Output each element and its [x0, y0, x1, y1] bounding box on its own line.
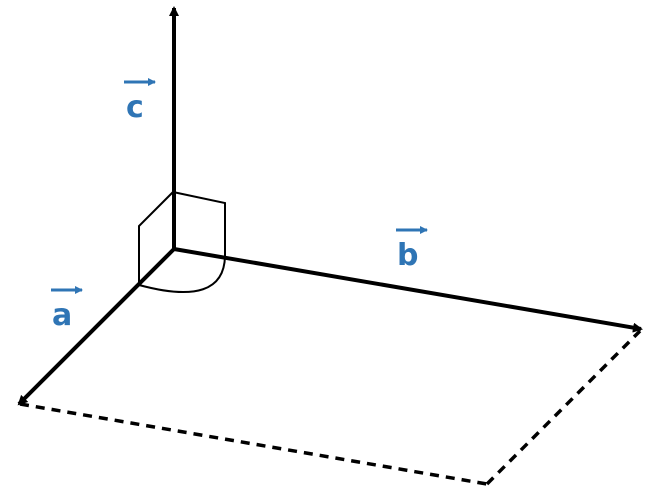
dashed-edge-front [19, 402, 488, 486]
axis-vectors [17, 6, 643, 406]
vector-b-line [173, 247, 643, 333]
vector-c-letter: c [126, 90, 144, 125]
vector-b-label: b [396, 226, 428, 273]
right-angle-marker-ab [138, 255, 226, 293]
vector-a-line [17, 247, 176, 406]
right-angle-markers [138, 191, 226, 293]
right-angle-marker-cb [172, 191, 226, 258]
right-angle-marker-ac [138, 191, 174, 284]
vector-a-letter: a [52, 298, 72, 333]
vector-b-letter: b [397, 238, 418, 273]
vector-a-label: a [51, 286, 83, 333]
dashed-parallelogram [19, 329, 642, 486]
dashed-edge-right [485, 329, 642, 486]
vector-c-label: c [124, 78, 156, 125]
